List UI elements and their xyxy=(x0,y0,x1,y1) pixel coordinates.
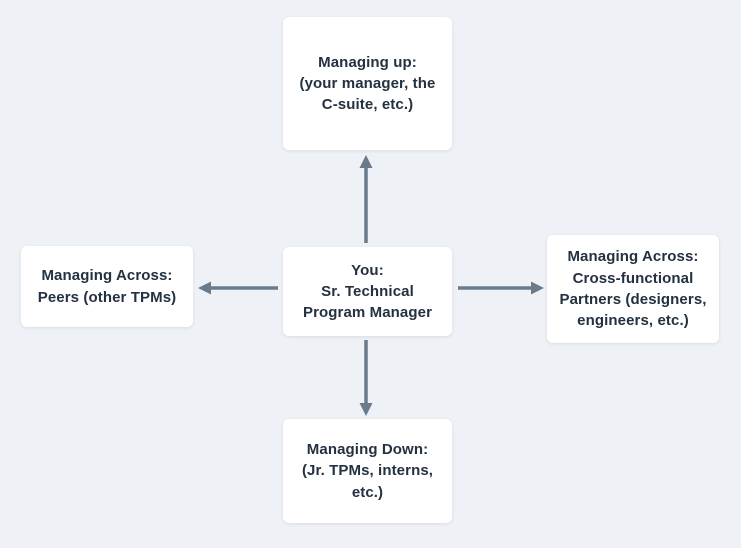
node-managing-down: Managing Down: (Jr. TPMs, interns, etc.) xyxy=(283,419,452,523)
node-managing-down-label: Managing Down: (Jr. TPMs, interns, etc.) xyxy=(301,441,434,501)
node-managing-up: Managing up: (your manager, the C-suite,… xyxy=(283,17,452,150)
node-managing-up-label: Managing up: (your manager, the C-suite,… xyxy=(299,53,436,114)
node-managing-across-peers: Managing Across: Peers (other TPMs) xyxy=(21,246,193,327)
node-you-sr-tpm: You: Sr. Technical Program Manager xyxy=(283,247,452,336)
node-you-sr-tpm-label: You: Sr. Technical Program Manager xyxy=(302,261,433,322)
arrow-up-icon xyxy=(359,155,373,243)
arrow-right-icon xyxy=(458,281,544,295)
node-managing-across-peers-label: Managing Across: Peers (other TPMs) xyxy=(37,267,177,306)
arrow-left-icon xyxy=(198,281,278,295)
node-managing-across-partners-label: Managing Across: Cross-functional Partne… xyxy=(559,248,707,330)
arrow-down-icon xyxy=(359,340,373,416)
node-managing-across-partners: Managing Across: Cross-functional Partne… xyxy=(547,235,719,343)
